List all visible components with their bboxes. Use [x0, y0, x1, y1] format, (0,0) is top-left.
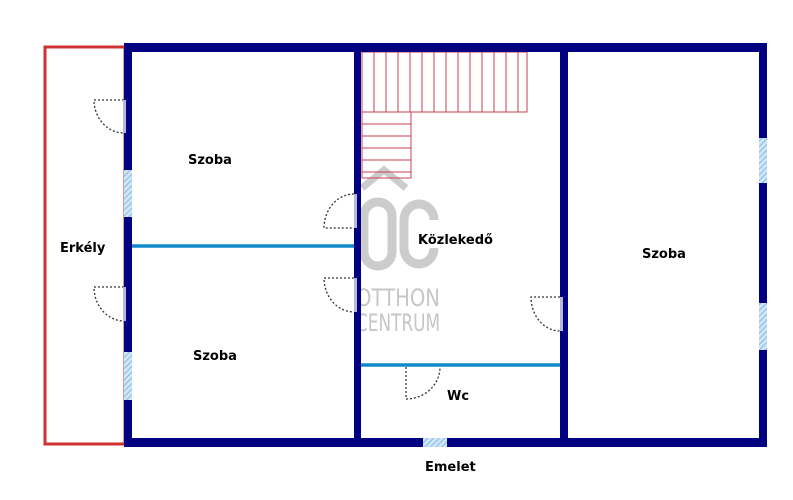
door — [530, 296, 561, 332]
label-room-bottom-left: Szoba — [193, 349, 237, 364]
door — [405, 366, 441, 400]
label-hallway: Közlekedő — [418, 233, 493, 248]
door — [323, 193, 355, 229]
label-balcony: Erkély — [60, 241, 106, 256]
window — [423, 438, 447, 447]
windows — [124, 138, 767, 447]
logo-letter-o — [359, 197, 397, 271]
watermark-logo: OTTHON CENTRUM — [356, 165, 440, 337]
door — [323, 277, 355, 313]
logo-letter-c — [399, 199, 439, 269]
door — [93, 286, 125, 322]
doors — [93, 99, 561, 400]
label-room-top-left: Szoba — [188, 153, 232, 168]
window — [759, 138, 767, 183]
watermark-line1: OTTHON — [356, 284, 440, 312]
door-leaves — [123, 100, 563, 331]
staircase — [361, 51, 528, 179]
door — [93, 99, 125, 134]
floor-title: Emelet — [425, 460, 476, 475]
label-wc: Wc — [447, 389, 469, 404]
window — [124, 170, 132, 217]
window — [124, 352, 132, 400]
watermark-line2: CENTRUM — [356, 309, 440, 337]
label-room-right: Szoba — [642, 247, 686, 262]
window — [759, 303, 767, 350]
